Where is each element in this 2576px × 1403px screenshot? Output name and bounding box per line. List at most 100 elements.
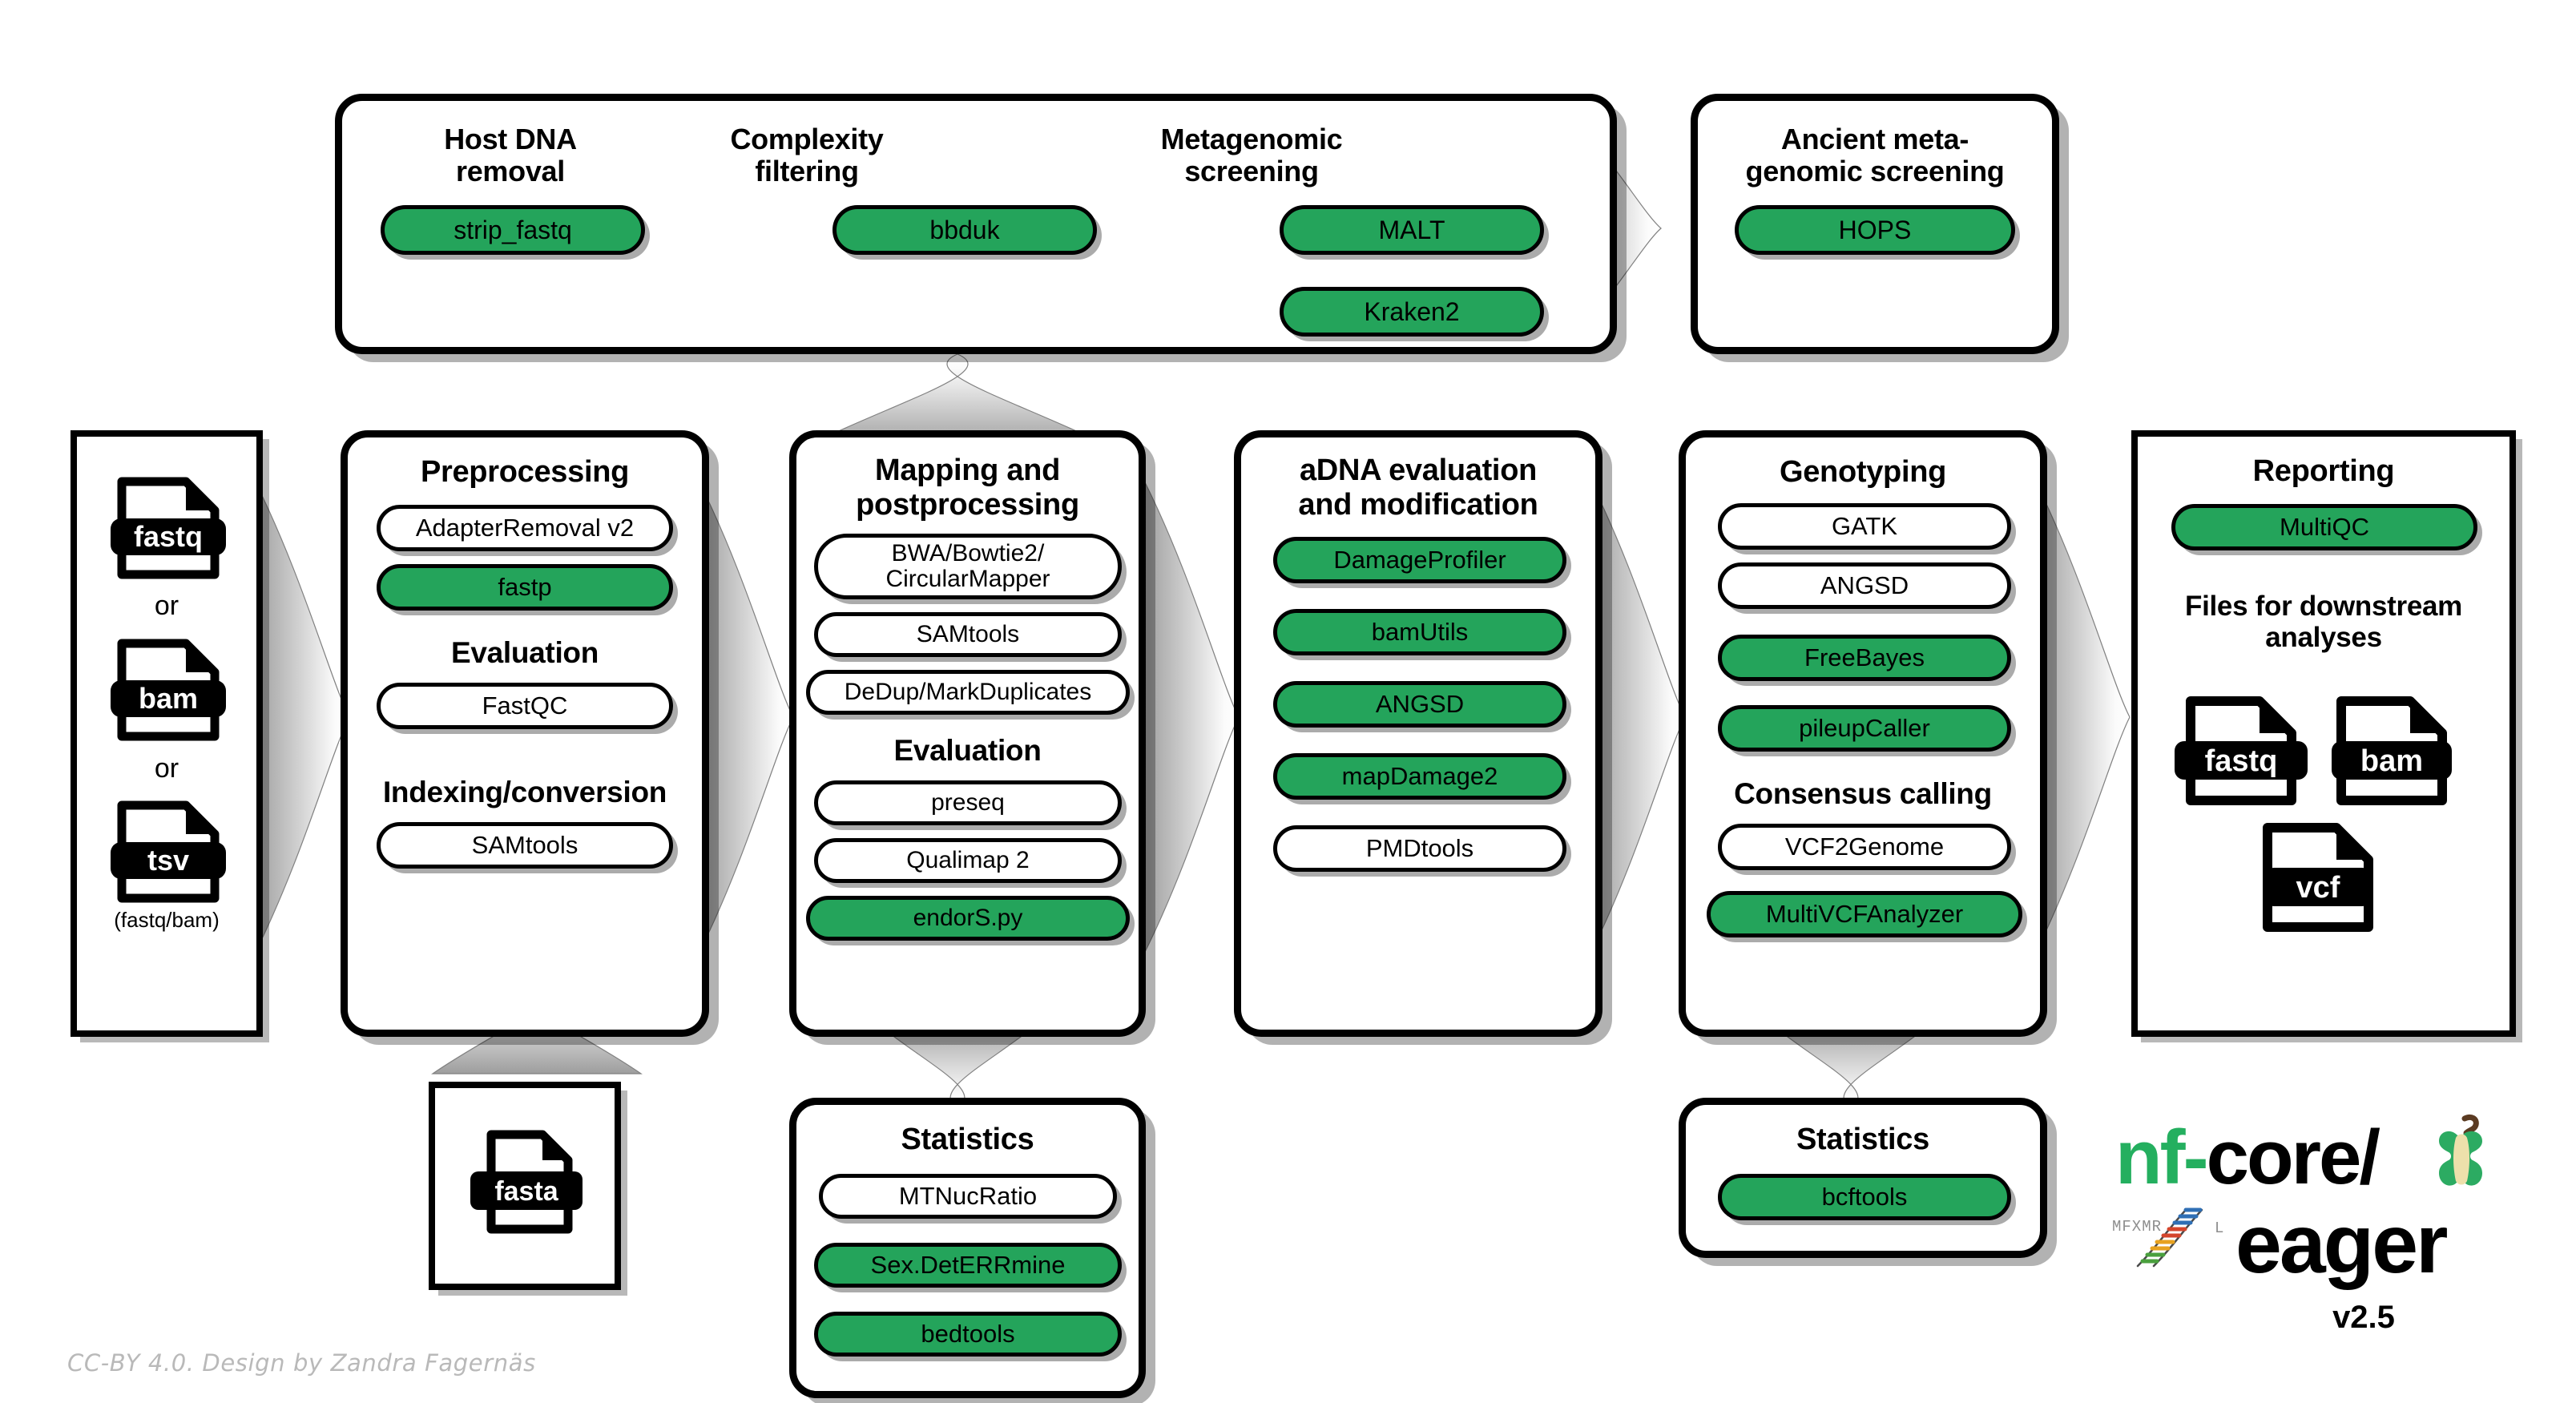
tool-qualimap-2[interactable]: Qualimap 2 (814, 838, 1122, 883)
mapping-postprocessing-box: Mapping and postprocessing BWA/Bowtie2/ … (789, 430, 1146, 1037)
title-line: analyses (2265, 622, 2382, 654)
arrow-adna-to-genotyping (1590, 480, 1687, 954)
tool-multivcfanalyzer[interactable]: MultiVCFAnalyzer (1707, 891, 2022, 937)
metagenomic-screening-title: Metagenomic screening (1099, 123, 1404, 188)
preprocessing-box: Preprocessing AdapterRemoval v2 fastp Ev… (341, 430, 709, 1037)
fastq-file-icon: fastq (109, 475, 228, 581)
svg-text:vcf: vcf (2296, 871, 2340, 905)
preprocessing-title: Preprocessing (348, 455, 702, 490)
reporting-box: Reporting MultiQC Files for downstream a… (2131, 430, 2516, 1037)
mapping-subhead-evaluation: Evaluation (893, 734, 1042, 767)
mapping-title: Mapping and postprocessing (796, 454, 1139, 522)
svg-text:fasta: fasta (494, 1176, 558, 1207)
tool-bamutils[interactable]: bamUtils (1273, 609, 1566, 655)
logo-line-eager: eager (2235, 1198, 2449, 1291)
statistics-right-title: Statistics (1796, 1123, 1929, 1156)
arrow-mapping-to-screening (800, 353, 1115, 450)
tool-bwa-bowtie2-circularmapper[interactable]: BWA/Bowtie2/ CircularMapper (814, 534, 1122, 599)
title-line: Reporting (2252, 454, 2395, 488)
tool-vcf2genome[interactable]: VCF2Genome (1718, 824, 2011, 870)
title-line: removal (456, 155, 565, 188)
svg-text:tsv: tsv (147, 844, 189, 877)
bam-file-icon: bam (2324, 695, 2460, 807)
svg-text:fastq: fastq (2205, 744, 2278, 778)
preprocessing-subhead-indexing-conversion: Indexing/conversion (382, 776, 667, 808)
tool-mapdamage2[interactable]: mapDamage2 (1273, 753, 1566, 800)
bam-file-icon: bam (109, 637, 228, 743)
tool-fastqc[interactable]: FastQC (377, 683, 673, 729)
title-line: Genotyping (1779, 455, 1947, 489)
svg-text:bam: bam (139, 682, 198, 715)
statistics-right-box: Statistics bcftools (1679, 1098, 2047, 1258)
input-tsv-caption: (fastq/bam) (114, 908, 220, 932)
title-line: Host DNA (444, 123, 577, 155)
host-dna-removal-title: Host DNA removal (358, 123, 663, 188)
tool-angsd-genotyping[interactable]: ANGSD (1718, 562, 2011, 609)
fasta-file-icon: fasta (467, 1128, 586, 1236)
tool-hops[interactable]: HOPS (1735, 205, 2015, 255)
logo-core-text: core/ (2206, 1115, 2380, 1200)
reporting-subhead-downstream-files: Files for downstream analyses (2138, 591, 2509, 653)
tool-fastp[interactable]: fastp (377, 564, 673, 611)
input-separator-or-2: or (154, 753, 179, 784)
credit-text: CC-BY 4.0. Design by Zandra Fagernäs (67, 1349, 536, 1377)
adna-title: aDNA evaluation and modification (1241, 454, 1595, 522)
tool-gatk[interactable]: GATK (1718, 503, 2011, 550)
statistics-left-title: Statistics (901, 1123, 1034, 1156)
tool-adapterremoval-v2[interactable]: AdapterRemoval v2 (377, 505, 673, 551)
svg-text:fastq: fastq (134, 520, 203, 553)
tool-samtools-preprocessing[interactable]: SAMtools (377, 822, 673, 869)
title-line: Complexity (730, 123, 884, 155)
tool-angsd-adna[interactable]: ANGSD (1273, 681, 1566, 728)
tool-damageprofiler[interactable]: DamageProfiler (1273, 537, 1566, 583)
tool-malt[interactable]: MALT (1280, 205, 1544, 255)
tool-strip-fastq[interactable]: strip_fastq (381, 205, 645, 255)
tool-pileupcaller[interactable]: pileupCaller (1718, 705, 2011, 752)
tsv-file-icon: tsv (109, 799, 228, 905)
tool-label-line: BWA/Bowtie2/ (891, 539, 1045, 566)
title-line: genomic screening (1745, 155, 2005, 188)
tool-kraken2[interactable]: Kraken2 (1280, 287, 1544, 337)
tool-bcftools[interactable]: bcftools (1718, 1174, 2011, 1220)
fastq-file-icon: fastq (2173, 695, 2309, 807)
tool-dedup-markduplicates[interactable]: DeDup/MarkDuplicates (806, 670, 1130, 715)
tool-endors-py[interactable]: endorS.py (806, 896, 1130, 941)
input-files-box: fastq or bam or tsv (fastq/bam) (71, 430, 263, 1037)
genotyping-box: Genotyping GATK ANGSD FreeBayes pileupCa… (1679, 430, 2047, 1037)
tool-bbduk[interactable]: bbduk (832, 205, 1097, 255)
logo-nf-text: nf- (2115, 1115, 2209, 1200)
tool-mtnucratio[interactable]: MTNucRatio (819, 1174, 1117, 1219)
arrow-preprocessing-to-mapping (698, 480, 795, 954)
tool-label-line: CircularMapper (885, 566, 1050, 592)
tool-preseq[interactable]: preseq (814, 780, 1122, 825)
tool-bedtools[interactable]: bedtools (814, 1312, 1122, 1357)
tool-samtools-mapping[interactable]: SAMtools (814, 612, 1122, 657)
tool-sex-deterrmine[interactable]: Sex.DetERRmine (814, 1243, 1122, 1288)
nf-core-eager-logo: nf-core/ MFXMR L (2107, 1114, 2524, 1378)
arrow-genotyping-to-reporting (2034, 480, 2131, 954)
tool-multiqc[interactable]: MultiQC (2171, 504, 2477, 550)
arrow-mapping-to-adna (1143, 480, 1240, 954)
dna-helix-icon: MFXMR L (2107, 1197, 2235, 1274)
reference-file-box: fasta (429, 1082, 621, 1290)
svg-text:L: L (2215, 1220, 2223, 1237)
tool-pmdtools[interactable]: PMDtools (1273, 825, 1566, 872)
logo-version: v2.5 (2332, 1300, 2395, 1335)
statistics-left-box: Statistics MTNucRatio Sex.DetERRmine bed… (789, 1098, 1146, 1398)
ancient-metagenomic-screening-box: Ancient meta- genomic screening HOPS (1691, 94, 2059, 354)
metagenomic-screening-group-box: Host DNA removal strip_fastq Complexity … (335, 94, 1617, 354)
genotyping-title: Genotyping (1686, 455, 2040, 490)
title-line: Ancient meta- (1780, 123, 1969, 155)
svg-text:bam: bam (2360, 744, 2423, 778)
tool-freebayes[interactable]: FreeBayes (1718, 635, 2011, 681)
apple-core-icon (2426, 1114, 2495, 1203)
ancient-screening-title: Ancient meta- genomic screening (1698, 123, 2052, 188)
title-line: and modification (1298, 487, 1538, 522)
vcf-file-icon: vcf (2250, 821, 2386, 933)
complexity-filtering-title: Complexity filtering (655, 123, 959, 188)
title-line: aDNA evaluation (1299, 454, 1538, 487)
title-line: postprocessing (856, 487, 1079, 522)
input-separator-or-1: or (154, 591, 179, 621)
title-line: Mapping and (874, 454, 1060, 487)
